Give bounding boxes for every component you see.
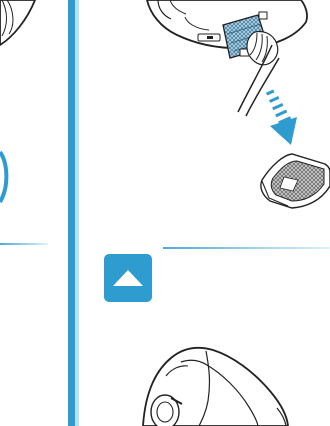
vertical-divider (68, 0, 79, 426)
dashed-down-arrow-icon (266, 89, 297, 145)
step-badge (104, 254, 152, 302)
vacuum-body-illustration (143, 348, 288, 426)
vacuum-filter-removal-illustration (147, 0, 307, 116)
left-page-fragment (0, 0, 48, 245)
section-rule (163, 247, 330, 249)
triangle-up-icon (111, 268, 145, 288)
removed-filter-illustration (261, 154, 330, 208)
